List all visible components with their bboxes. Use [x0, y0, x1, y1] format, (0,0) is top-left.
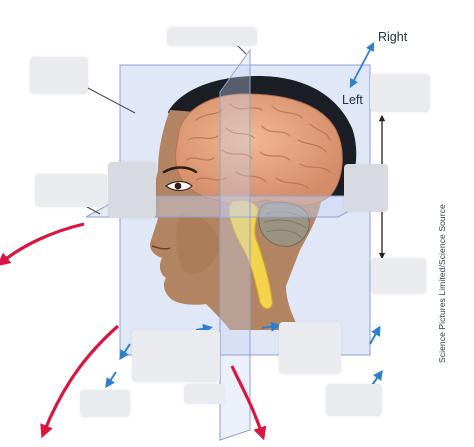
sagittal-plane [219, 48, 251, 441]
blue-arrow [105, 371, 117, 389]
spinal-cord [228, 199, 273, 309]
right-left-arrow [349, 42, 375, 88]
label-box-8[interactable] [132, 330, 220, 382]
eyebrow [162, 166, 198, 174]
cheek-shading [176, 213, 220, 274]
label-box-5[interactable] [108, 162, 156, 218]
blue-arrow [195, 323, 213, 334]
image-credit: Science Pictures Limited/Science Source [437, 204, 447, 363]
iris [174, 182, 182, 190]
label-box-10[interactable] [80, 390, 130, 417]
label-box-1[interactable] [167, 27, 257, 46]
label-box-9[interactable] [279, 322, 341, 374]
blue-arrow [261, 321, 281, 332]
cerebrum [175, 93, 343, 206]
label-box-2[interactable] [30, 57, 88, 94]
brain-gyri [185, 103, 331, 189]
label-box-3[interactable] [370, 74, 430, 112]
label-box-4[interactable] [35, 174, 107, 207]
red-arrow-sagittal [230, 365, 267, 441]
label-box-7[interactable] [371, 258, 426, 294]
leader-line [87, 87, 136, 114]
blue-arrow [369, 325, 381, 345]
red-arrow-frontal [40, 324, 120, 439]
label-box-6[interactable] [344, 164, 388, 212]
label-box-12[interactable] [326, 384, 382, 416]
blue-arrow [119, 343, 131, 361]
mouth [151, 245, 171, 250]
cerebellum [258, 201, 310, 247]
left-label: Left [342, 93, 363, 107]
label-box-11[interactable] [184, 384, 224, 404]
right-label: Right [378, 30, 408, 44]
red-arrow-transverse [0, 222, 85, 267]
